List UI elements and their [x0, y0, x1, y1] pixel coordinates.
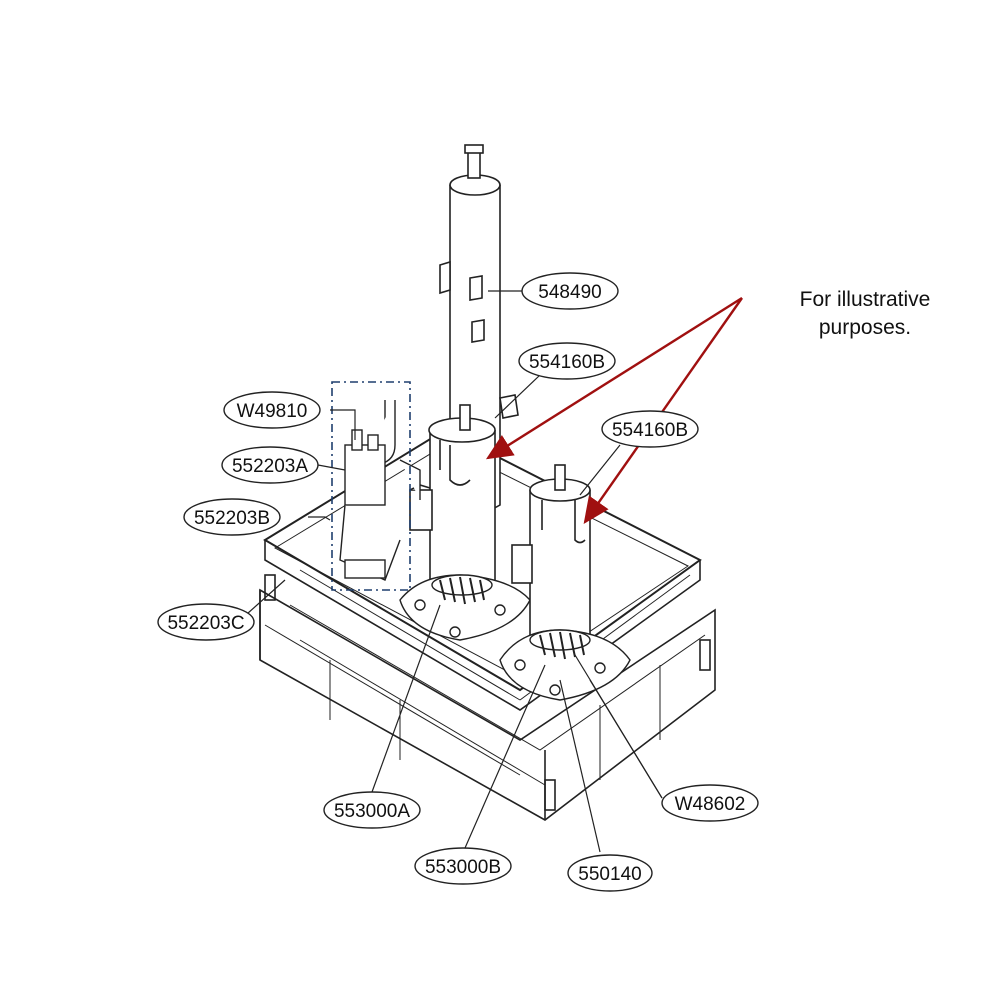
callout-label: W49810 — [237, 401, 308, 422]
callout-552203A: 552203A — [221, 446, 319, 484]
callout-label: 552203A — [232, 456, 308, 477]
note-line-2: purposes. — [818, 316, 912, 339]
note-line-1: For illustrative — [799, 288, 931, 311]
left-compressor — [409, 404, 496, 591]
callout-552203C: 552203C — [157, 603, 255, 641]
callout-label: W48602 — [675, 794, 746, 815]
callout-label: 554160B — [529, 352, 605, 373]
callout-W49810: W49810 — [223, 391, 321, 429]
illustrative-note: For illustrative purposes. — [760, 286, 970, 342]
arrow-to-right-compressor — [583, 297, 743, 524]
callout-label: 548490 — [538, 282, 601, 303]
callout-label: 552203C — [167, 613, 244, 634]
callout-label: 552203B — [194, 508, 270, 529]
callout-552203B: 552203B — [183, 498, 281, 536]
valve-dashed-box — [331, 381, 411, 591]
right-compressor — [511, 464, 591, 646]
left-compressor-mount — [399, 574, 531, 641]
callout-W48602: W48602 — [661, 784, 759, 822]
callout-553000B: 553000B — [414, 847, 512, 885]
callout-554160B-top: 554160B — [518, 342, 616, 380]
valve-assembly — [339, 400, 421, 581]
right-compressor-mount — [499, 629, 631, 701]
red-arrows — [485, 296, 743, 524]
callout-553000A: 553000A — [323, 791, 421, 829]
arrow-to-left-compressor — [485, 296, 743, 460]
callout-550140: 550140 — [567, 854, 653, 892]
callout-label: 550140 — [578, 864, 641, 885]
callout-554160B-right: 554160B — [601, 410, 699, 448]
callout-label: 553000B — [425, 857, 501, 878]
callout-label: 554160B — [612, 420, 688, 441]
callout-label: 553000A — [334, 801, 410, 822]
leader-lines — [237, 290, 663, 853]
callout-548490: 548490 — [521, 272, 619, 310]
base-frame — [259, 428, 716, 821]
